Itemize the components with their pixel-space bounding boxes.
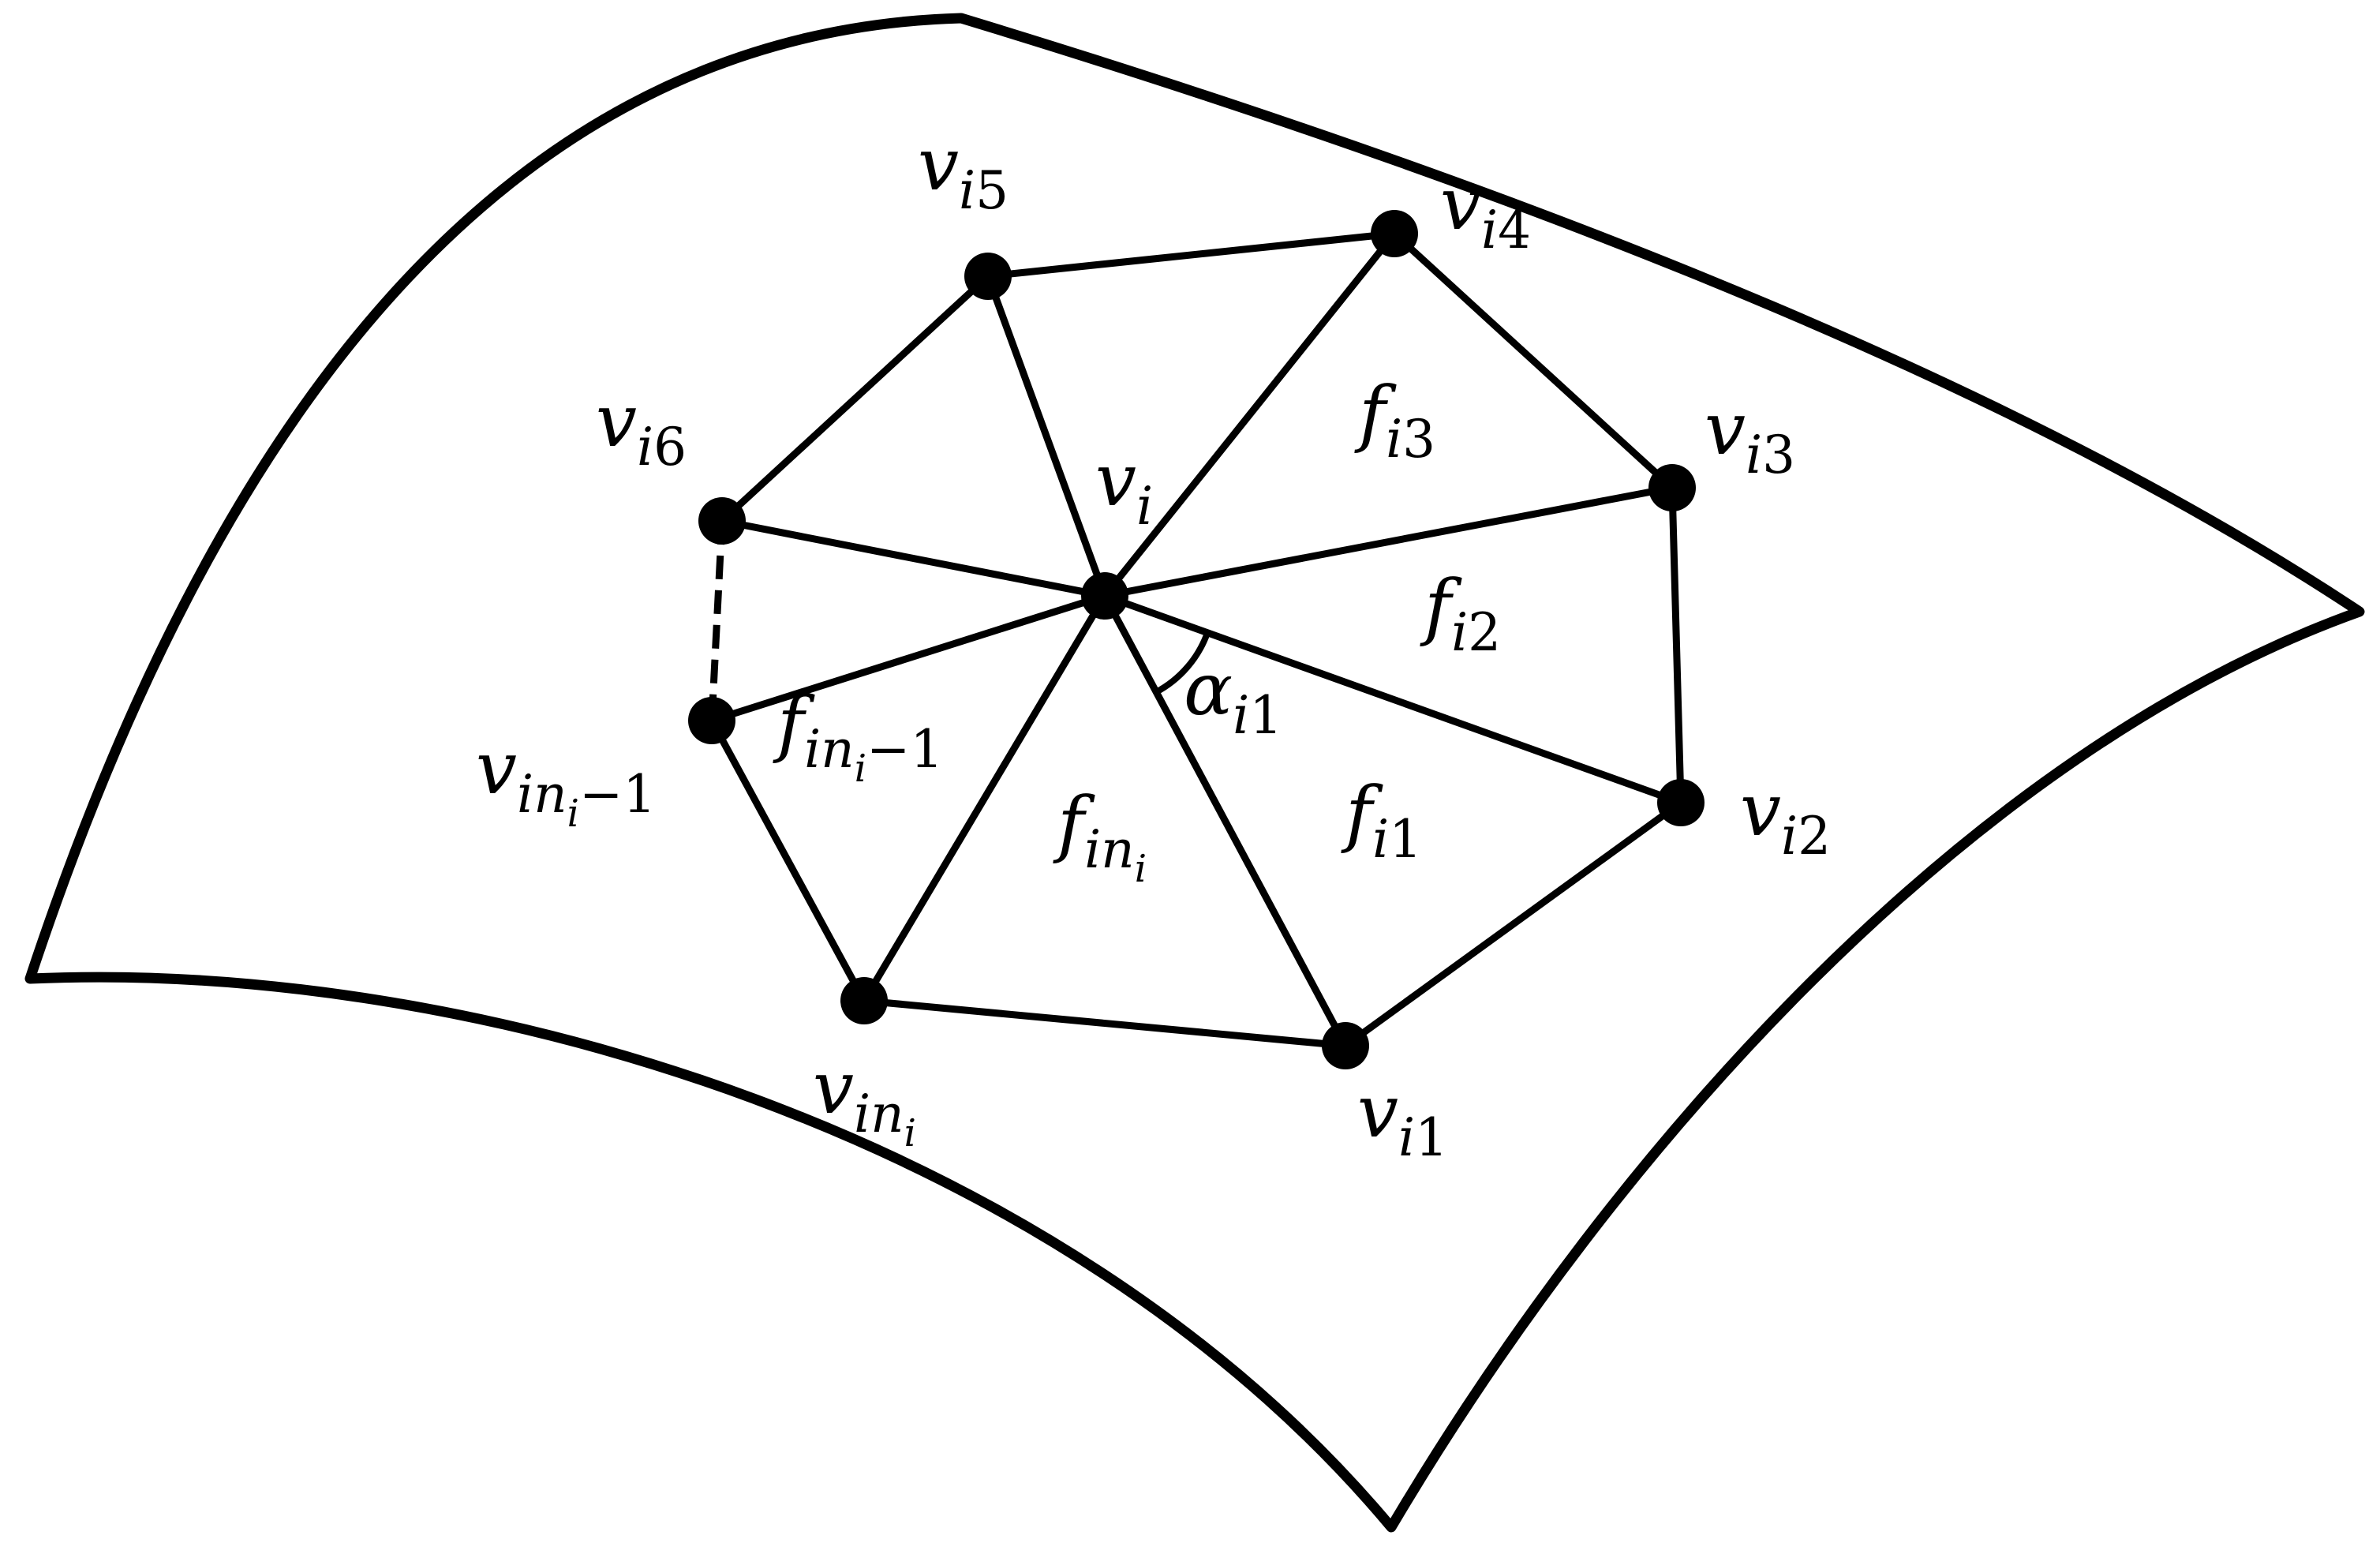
edge-vini-vi1 [860,997,1349,1050]
vertex-dots [688,210,1705,1069]
spoke-vi6 [718,517,1109,600]
vertex-dot-vi1 [1322,1022,1369,1069]
vertex-dot-vi4 [1371,210,1418,257]
vertex-dot-vi3 [1648,464,1696,511]
edge-vi3-vi4 [1390,230,1676,492]
label-vi5: vi5 [918,122,1009,221]
label-alpha-i1: αi1 [1184,647,1282,746]
edge-vini-1-vini [708,717,868,1005]
edge-vi1-vi2 [1342,799,1685,1050]
label-vini-1: vini−1 [476,726,656,836]
vertex-dot-vi [1081,572,1128,620]
angle-arc [1154,631,1211,695]
label-fini-1: fini−1 [773,681,943,791]
spoke-vi2 [1101,592,1685,807]
spoke-vi4 [1101,230,1398,600]
surface-patch [24,13,2365,1533]
spoke-vini-1 [708,592,1109,725]
spoke-edges [708,230,1685,1050]
label-fi3: fi3 [1354,371,1435,470]
label-vi6: vi6 [596,379,687,477]
label-vi1: vi1 [1357,1069,1448,1168]
spoke-vi3 [1101,484,1676,600]
vertex-dot-vini [840,977,888,1024]
label-vini: vini [813,1046,916,1155]
vertex-dot-vi2 [1657,779,1705,826]
label-vi3: vi3 [1705,387,1795,485]
edge-vi4-vi5 [984,230,1398,280]
vertex-dot-vi6 [698,497,746,545]
vertex-dot-vini-1 [688,697,735,744]
edge-vi6-vini-1-dashed [708,520,726,721]
label-fi1: fi1 [1341,771,1422,870]
ring-edges [708,230,1685,1050]
vertex-dot-vi5 [964,253,1012,300]
label-fi2: fi2 [1420,564,1501,663]
label-vi2: vi2 [1740,768,1831,867]
edge-vi2-vi3 [1668,484,1685,807]
label-vi: vi [1095,438,1153,537]
spoke-vi1 [1101,592,1349,1050]
label-fini: fini [1053,781,1147,891]
label-vi4: vi4 [1440,162,1531,260]
spoke-vi5 [984,272,1109,600]
spoke-vini [860,592,1109,1005]
edge-vi5-vi6 [718,272,992,525]
